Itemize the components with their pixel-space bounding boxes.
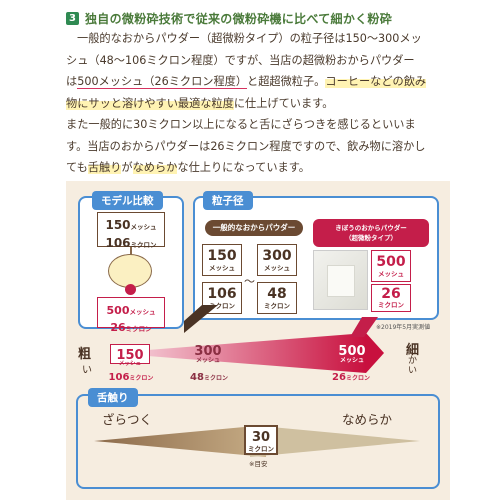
texture-card <box>76 394 440 489</box>
section-header: 3 独自の微粉砕技術で従来の微粉砕機に比べて細かく粉砕 <box>66 10 392 27</box>
kibou-micron-box: 26 ミクロン <box>371 284 411 312</box>
fine-sub-label: かい <box>408 356 418 376</box>
underlined-spec: 500メッシュ（26ミクロン程度） <box>77 75 248 89</box>
range-tilde: 〜 <box>244 275 255 288</box>
text-line-7: ても舌触りがなめらかな仕上りになっています。 <box>66 161 310 174</box>
texture-arrow-right <box>250 425 420 457</box>
general-mesh-300-box: 300 メッシュ <box>257 244 297 276</box>
highlight-text: コーヒーなどの飲み <box>325 75 427 88</box>
kibou-mesh-box: 500 メッシュ <box>371 250 411 282</box>
smooth-label: なめらか <box>342 412 393 427</box>
model-bottom-spec: 500メッシュ 26ミクロン <box>97 297 165 333</box>
highlight-text: なめらか <box>132 161 178 174</box>
particle-size-tab: 粒子径 <box>203 191 253 210</box>
gradient-wedge <box>110 333 366 373</box>
text-line-1: 一般的なおからパウダー（超微粉タイプ）の粒子径は150〜300メッ <box>77 32 422 45</box>
highlight-text: 物にサッと溶けやすい最適な粒度 <box>66 96 234 110</box>
kibou-powder-label: きぼうのおからパウダー （超微粉タイプ） <box>313 219 429 247</box>
model-comparison-tab: モデル比較 <box>92 191 163 210</box>
texture-arrow-left <box>94 425 266 457</box>
coarse-sub-label: い <box>82 365 92 376</box>
particle-scale-graphic <box>94 305 420 457</box>
text-line-2: シュ（48〜106ミクロン程度）ですが、当店の超微粉おからパウダー <box>66 53 415 67</box>
scale-mark-300: 300 メッシュ <box>194 344 222 364</box>
scale-mark-500: 500 メッシュ <box>338 344 366 364</box>
general-powder-label: 一般的なおからパウダー <box>205 220 303 236</box>
rough-label: ざらつく <box>102 412 153 427</box>
highlight-text: 舌触り <box>87 161 122 174</box>
infographic-panel: 150メッシュ 106ミクロン 500メッシュ 26ミクロン モデル比較 一般的… <box>66 181 450 500</box>
wedge-tip <box>366 333 384 373</box>
text-line-5: また一般的に30ミクロン以上になると舌にざらつきを感じるといいま <box>66 118 416 131</box>
model-top-spec: 150メッシュ 106ミクロン <box>97 212 165 249</box>
scale-micron-106: 106ミクロン <box>108 372 154 383</box>
general-range-connector <box>184 305 218 333</box>
kibou-range-connector <box>350 317 378 337</box>
section-title: 独自の微粉砕技術で従来の微粉砕機に比べて細かく粉砕 <box>85 12 393 26</box>
model-comparison-card: 150メッシュ 106ミクロン 500メッシュ 26ミクロン <box>78 196 184 333</box>
section-number-badge: 3 <box>66 12 79 25</box>
texture-tab: 舌触り <box>88 388 138 407</box>
scale-micron-26: 26ミクロン <box>332 372 370 383</box>
particle-size-card: 一般的なおからパウダー 150 メッシュ 300 メッシュ 〜 106 ミクロン… <box>193 196 439 320</box>
threshold-note: ※目安 <box>249 460 268 468</box>
small-particle-icon <box>125 284 136 295</box>
vertical-connector <box>130 247 132 255</box>
general-micron-48-box: 48 ミクロン <box>257 282 297 314</box>
scale-micron-48: 48ミクロン <box>190 372 228 383</box>
description-text: 一般的なおからパウダー（超微粉タイプ）の粒子径は150〜300メッ シュ（48〜… <box>66 28 450 179</box>
coarse-label: 粗 <box>78 347 92 362</box>
scale-mark-150: 150 メッシュ <box>110 344 150 367</box>
text-line-6: す。当店のおからパウダーは26ミクロン程度ですので、飲み物に溶かし <box>66 139 426 153</box>
measurement-note: ※2019年5月実測値 <box>376 324 431 331</box>
large-particle-icon <box>108 254 152 288</box>
product-package-image <box>313 250 368 310</box>
text-line-4: 物にサッと溶けやすい最適な粒度に仕上げています。 <box>66 96 334 110</box>
general-mesh-150-box: 150 メッシュ <box>202 244 242 276</box>
fine-label: 細 <box>406 343 420 358</box>
threshold-box: 30 ミクロン <box>244 425 278 455</box>
text-line-3: は500メッシュ（26ミクロン程度）と超超微粒子。コーヒーなどの飲み <box>66 75 427 89</box>
